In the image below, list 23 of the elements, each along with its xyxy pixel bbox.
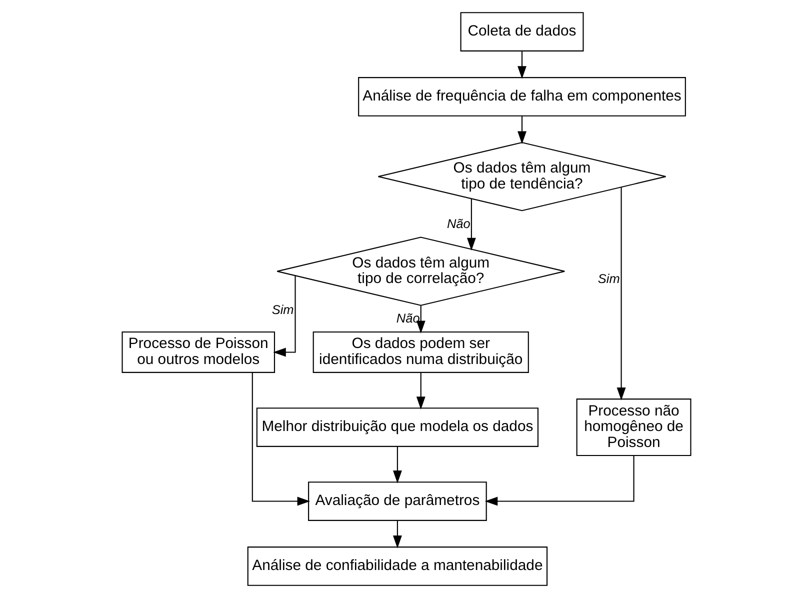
node-box: Avaliação de parâmetros xyxy=(308,482,486,521)
arrow xyxy=(392,446,402,484)
arrow xyxy=(484,456,634,506)
edge-label: Não xyxy=(396,310,420,326)
arrow xyxy=(517,51,526,79)
node-box: Processo de Poisson ou outros modelos xyxy=(121,331,275,373)
arrow xyxy=(392,520,402,548)
arrow xyxy=(272,276,296,357)
node-box: Coleta de dados xyxy=(460,12,584,52)
node-box: Análise de confiabilidade a mantenabilidade xyxy=(246,546,548,586)
node-box: Processo não homogêneo de Poisson xyxy=(576,398,691,456)
edge-label: Não xyxy=(446,216,470,231)
arrow xyxy=(616,187,626,400)
arrow xyxy=(517,116,526,144)
arrow xyxy=(251,372,310,506)
node-box: Melhor distribuição que modela os dados xyxy=(256,408,538,447)
node-box: Análise de frequência de falha em componentes xyxy=(358,77,686,116)
arrow xyxy=(416,306,425,334)
node-diamond: Os dados têm algum tipo de tendência? xyxy=(377,142,666,212)
node-box: Os dados podem ser identificados numa distribuição xyxy=(312,331,528,373)
arrow xyxy=(466,199,476,251)
arrow xyxy=(416,372,425,410)
edge-label: Sim xyxy=(597,271,620,286)
